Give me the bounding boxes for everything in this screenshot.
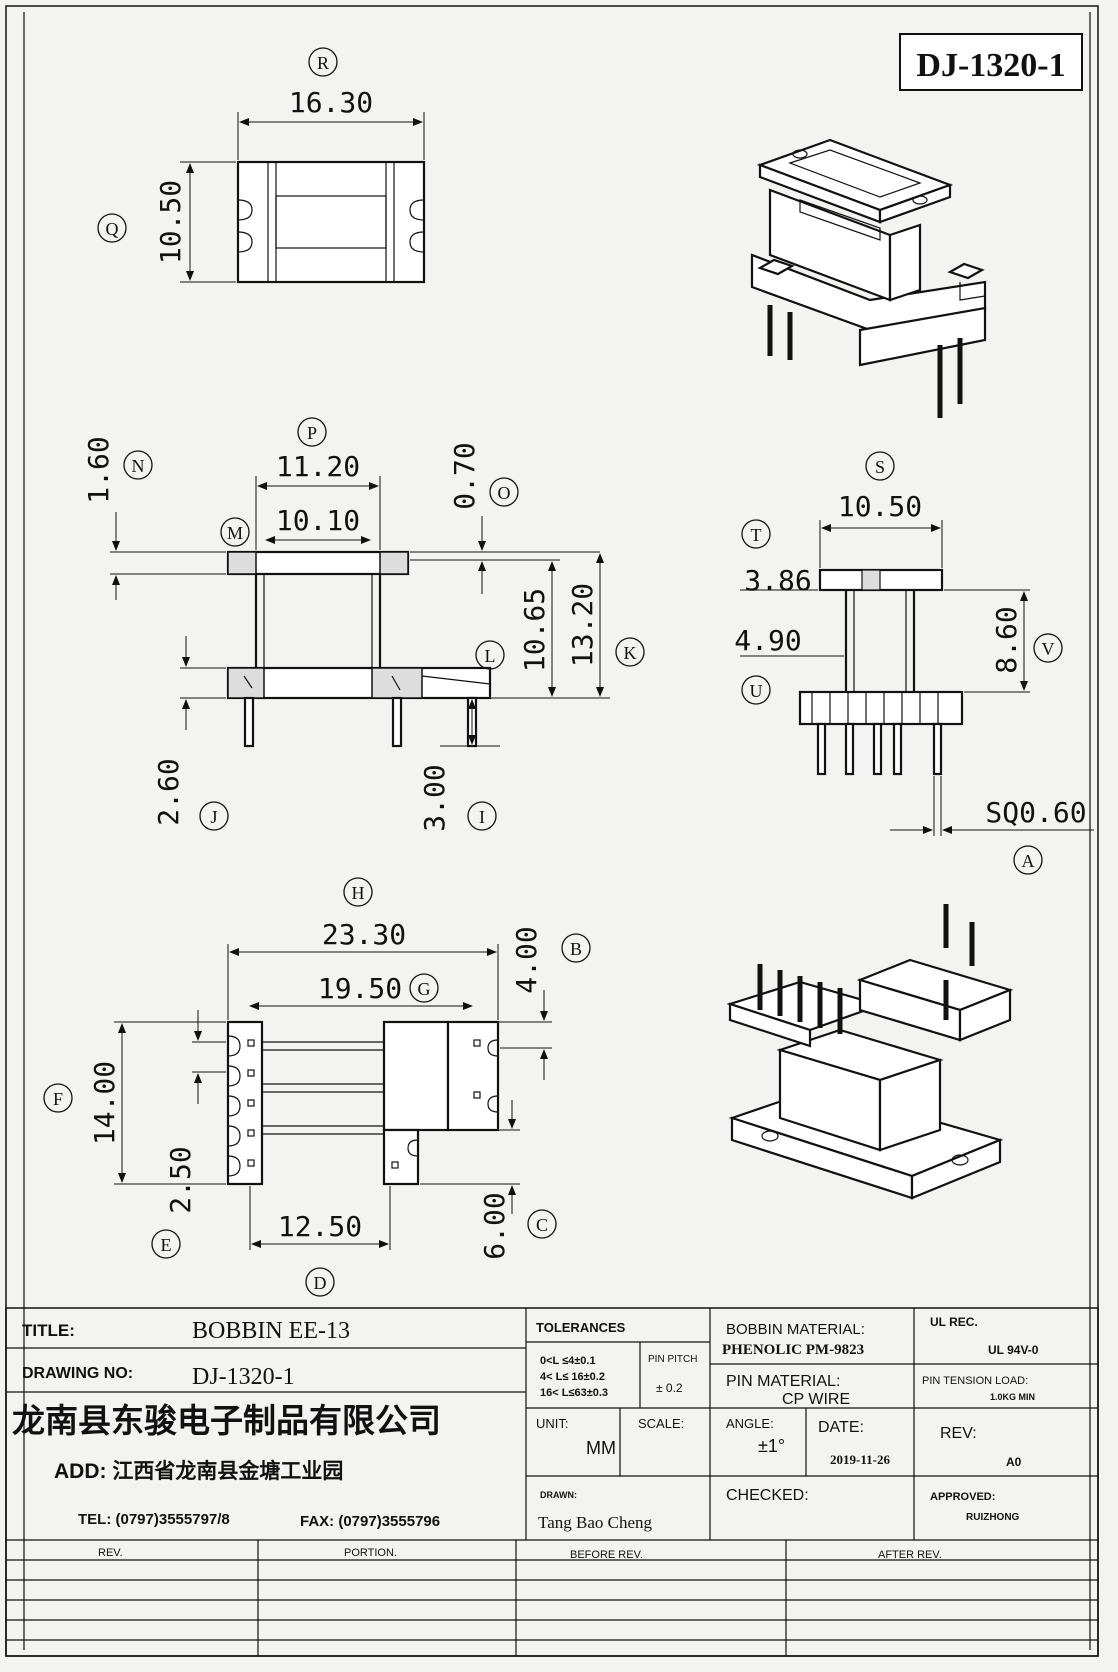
svg-text:N: N bbox=[132, 456, 145, 476]
svg-text:8.60: 8.60 bbox=[990, 606, 1023, 673]
svg-text:BEFORE REV.: BEFORE REV. bbox=[570, 1549, 643, 1561]
svg-text:RUIZHONG: RUIZHONG bbox=[966, 1512, 1020, 1523]
svg-text:13.20: 13.20 bbox=[566, 583, 599, 667]
svg-text:16< L≤63±0.3: 16< L≤63±0.3 bbox=[540, 1387, 608, 1399]
svg-text:UNIT:: UNIT: bbox=[536, 1416, 569, 1431]
svg-text:PIN TENSION LOAD:: PIN TENSION LOAD: bbox=[922, 1375, 1028, 1387]
svg-text:REV:: REV: bbox=[940, 1425, 977, 1442]
svg-text:PIN MATERIAL:: PIN MATERIAL: bbox=[726, 1373, 840, 1390]
svg-text:2019-11-26: 2019-11-26 bbox=[830, 1452, 890, 1467]
svg-text:J: J bbox=[210, 807, 217, 827]
svg-text:1.0KG MIN: 1.0KG MIN bbox=[990, 1392, 1035, 1402]
isometric-view-lower bbox=[726, 904, 1014, 1200]
svg-text:0<L ≤4±0.1: 0<L ≤4±0.1 bbox=[540, 1355, 596, 1367]
side-view: 10.50 S 3.86 T 4.90 U 8.60 V SQ0.60 A bbox=[734, 451, 1094, 875]
company-name: 龙南县东骏电子制品有限公司 bbox=[12, 1402, 441, 1439]
svg-text:1.60: 1.60 bbox=[82, 436, 115, 503]
svg-text:T: T bbox=[751, 525, 762, 545]
svg-text:10.50: 10.50 bbox=[838, 490, 922, 523]
svg-text:ADD: 江西省龙南县金塘工业园: ADD: 江西省龙南县金塘工业园 bbox=[54, 1459, 343, 1483]
svg-text:10.10: 10.10 bbox=[276, 504, 360, 537]
svg-text:PORTION.: PORTION. bbox=[344, 1547, 397, 1559]
svg-text:4.90: 4.90 bbox=[734, 624, 801, 657]
svg-text:A: A bbox=[1022, 851, 1035, 871]
svg-text:TEL: (0797)3555797/8: TEL: (0797)3555797/8 bbox=[78, 1511, 230, 1528]
front-view: 11.20 P 10.10 M 1.60 N 0.70 O 10.65 L 13… bbox=[82, 417, 645, 832]
svg-text:± 0.2: ± 0.2 bbox=[656, 1381, 683, 1395]
svg-text:I: I bbox=[479, 807, 485, 827]
svg-text:±1°: ±1° bbox=[758, 1436, 785, 1456]
svg-text:Q: Q bbox=[106, 219, 119, 239]
svg-text:AFTER REV.: AFTER REV. bbox=[878, 1549, 942, 1561]
svg-text:S: S bbox=[875, 457, 885, 477]
svg-text:4< L≤ 16±0.2: 4< L≤ 16±0.2 bbox=[540, 1371, 605, 1383]
svg-text:MM: MM bbox=[586, 1438, 616, 1458]
svg-text:SCALE:: SCALE: bbox=[638, 1416, 684, 1431]
svg-text:PHENOLIC PM-9823: PHENOLIC PM-9823 bbox=[722, 1342, 864, 1358]
svg-text:L: L bbox=[485, 646, 496, 666]
svg-text:UL REC.: UL REC. bbox=[930, 1315, 978, 1329]
svg-text:DRAWING NO:: DRAWING NO: bbox=[22, 1365, 133, 1382]
svg-text:BOBBIN MATERIAL:: BOBBIN MATERIAL: bbox=[726, 1321, 865, 1338]
label-circle-r bbox=[308, 47, 338, 77]
svg-text:11.20: 11.20 bbox=[276, 450, 360, 483]
svg-text:REV.: REV. bbox=[98, 1547, 123, 1559]
title-block: TITLE: BOBBIN EE-13 DRAWING NO: DJ-1320-… bbox=[5, 1307, 1099, 1657]
label-circle-q bbox=[97, 213, 127, 243]
svg-text:O: O bbox=[498, 483, 511, 503]
svg-text:3.86: 3.86 bbox=[744, 564, 811, 597]
svg-text:BOBBIN EE-13: BOBBIN EE-13 bbox=[192, 1318, 350, 1344]
dim-top-width: 16.30 bbox=[289, 86, 373, 119]
svg-text:U: U bbox=[750, 681, 763, 701]
svg-text:10.65: 10.65 bbox=[518, 588, 551, 672]
svg-text:DATE:: DATE: bbox=[818, 1419, 864, 1436]
isometric-view-upper bbox=[750, 138, 987, 418]
svg-text:TITLE:: TITLE: bbox=[22, 1321, 75, 1340]
svg-text:H: H bbox=[352, 883, 365, 903]
svg-text:FAX: (0797)3555796: FAX: (0797)3555796 bbox=[300, 1513, 440, 1530]
drawing-id: DJ-1320-1 bbox=[916, 47, 1065, 84]
svg-text:UL 94V-0: UL 94V-0 bbox=[988, 1343, 1039, 1357]
svg-text:CP WIRE: CP WIRE bbox=[782, 1391, 850, 1408]
top-view: 16.30 R 10.50 Q bbox=[97, 47, 426, 284]
svg-text:K: K bbox=[624, 643, 637, 663]
drawing-id-box: DJ-1320-1 bbox=[899, 33, 1083, 91]
svg-text:E: E bbox=[161, 1235, 172, 1255]
svg-text:R: R bbox=[317, 53, 329, 73]
dim-top-height: 10.50 bbox=[154, 180, 187, 264]
svg-text:PIN PITCH: PIN PITCH bbox=[648, 1354, 697, 1365]
svg-text:F: F bbox=[53, 1089, 63, 1109]
svg-text:14.00: 14.00 bbox=[88, 1061, 121, 1145]
svg-text:DJ-1320-1: DJ-1320-1 bbox=[192, 1364, 295, 1390]
svg-text:D: D bbox=[314, 1273, 327, 1293]
svg-text:SQ0.60: SQ0.60 bbox=[985, 796, 1086, 829]
svg-text:P: P bbox=[307, 423, 317, 443]
svg-text:APPROVED:: APPROVED: bbox=[930, 1491, 995, 1503]
svg-text:3.00: 3.00 bbox=[418, 764, 451, 831]
svg-text:B: B bbox=[570, 939, 582, 959]
bottom-flange bbox=[226, 666, 492, 700]
svg-text:C: C bbox=[536, 1215, 548, 1235]
svg-text:23.30: 23.30 bbox=[322, 918, 406, 951]
bottom-view: 23.30 H 19.50 G 4.00 B 14.00 F 2.50 E 12… bbox=[43, 877, 591, 1297]
svg-text:G: G bbox=[418, 979, 431, 999]
svg-text:6.00: 6.00 bbox=[478, 1192, 511, 1259]
svg-text:M: M bbox=[227, 523, 243, 543]
svg-text:DRAWN:: DRAWN: bbox=[540, 1490, 577, 1500]
svg-text:ANGLE:: ANGLE: bbox=[726, 1416, 774, 1431]
top-view-outline bbox=[236, 160, 426, 284]
svg-text:A0: A0 bbox=[1006, 1455, 1022, 1469]
svg-text:CHECKED:: CHECKED: bbox=[726, 1487, 809, 1504]
svg-text:2.60: 2.60 bbox=[152, 758, 185, 825]
svg-text:Tang Bao Cheng: Tang Bao Cheng bbox=[538, 1513, 653, 1532]
svg-text:4.00: 4.00 bbox=[510, 926, 543, 993]
svg-text:TOLERANCES: TOLERANCES bbox=[536, 1320, 626, 1335]
svg-text:V: V bbox=[1042, 639, 1055, 659]
svg-text:12.50: 12.50 bbox=[278, 1210, 362, 1243]
svg-text:0.70: 0.70 bbox=[448, 442, 481, 509]
svg-text:2.50: 2.50 bbox=[164, 1146, 197, 1213]
svg-text:19.50: 19.50 bbox=[318, 972, 402, 1005]
